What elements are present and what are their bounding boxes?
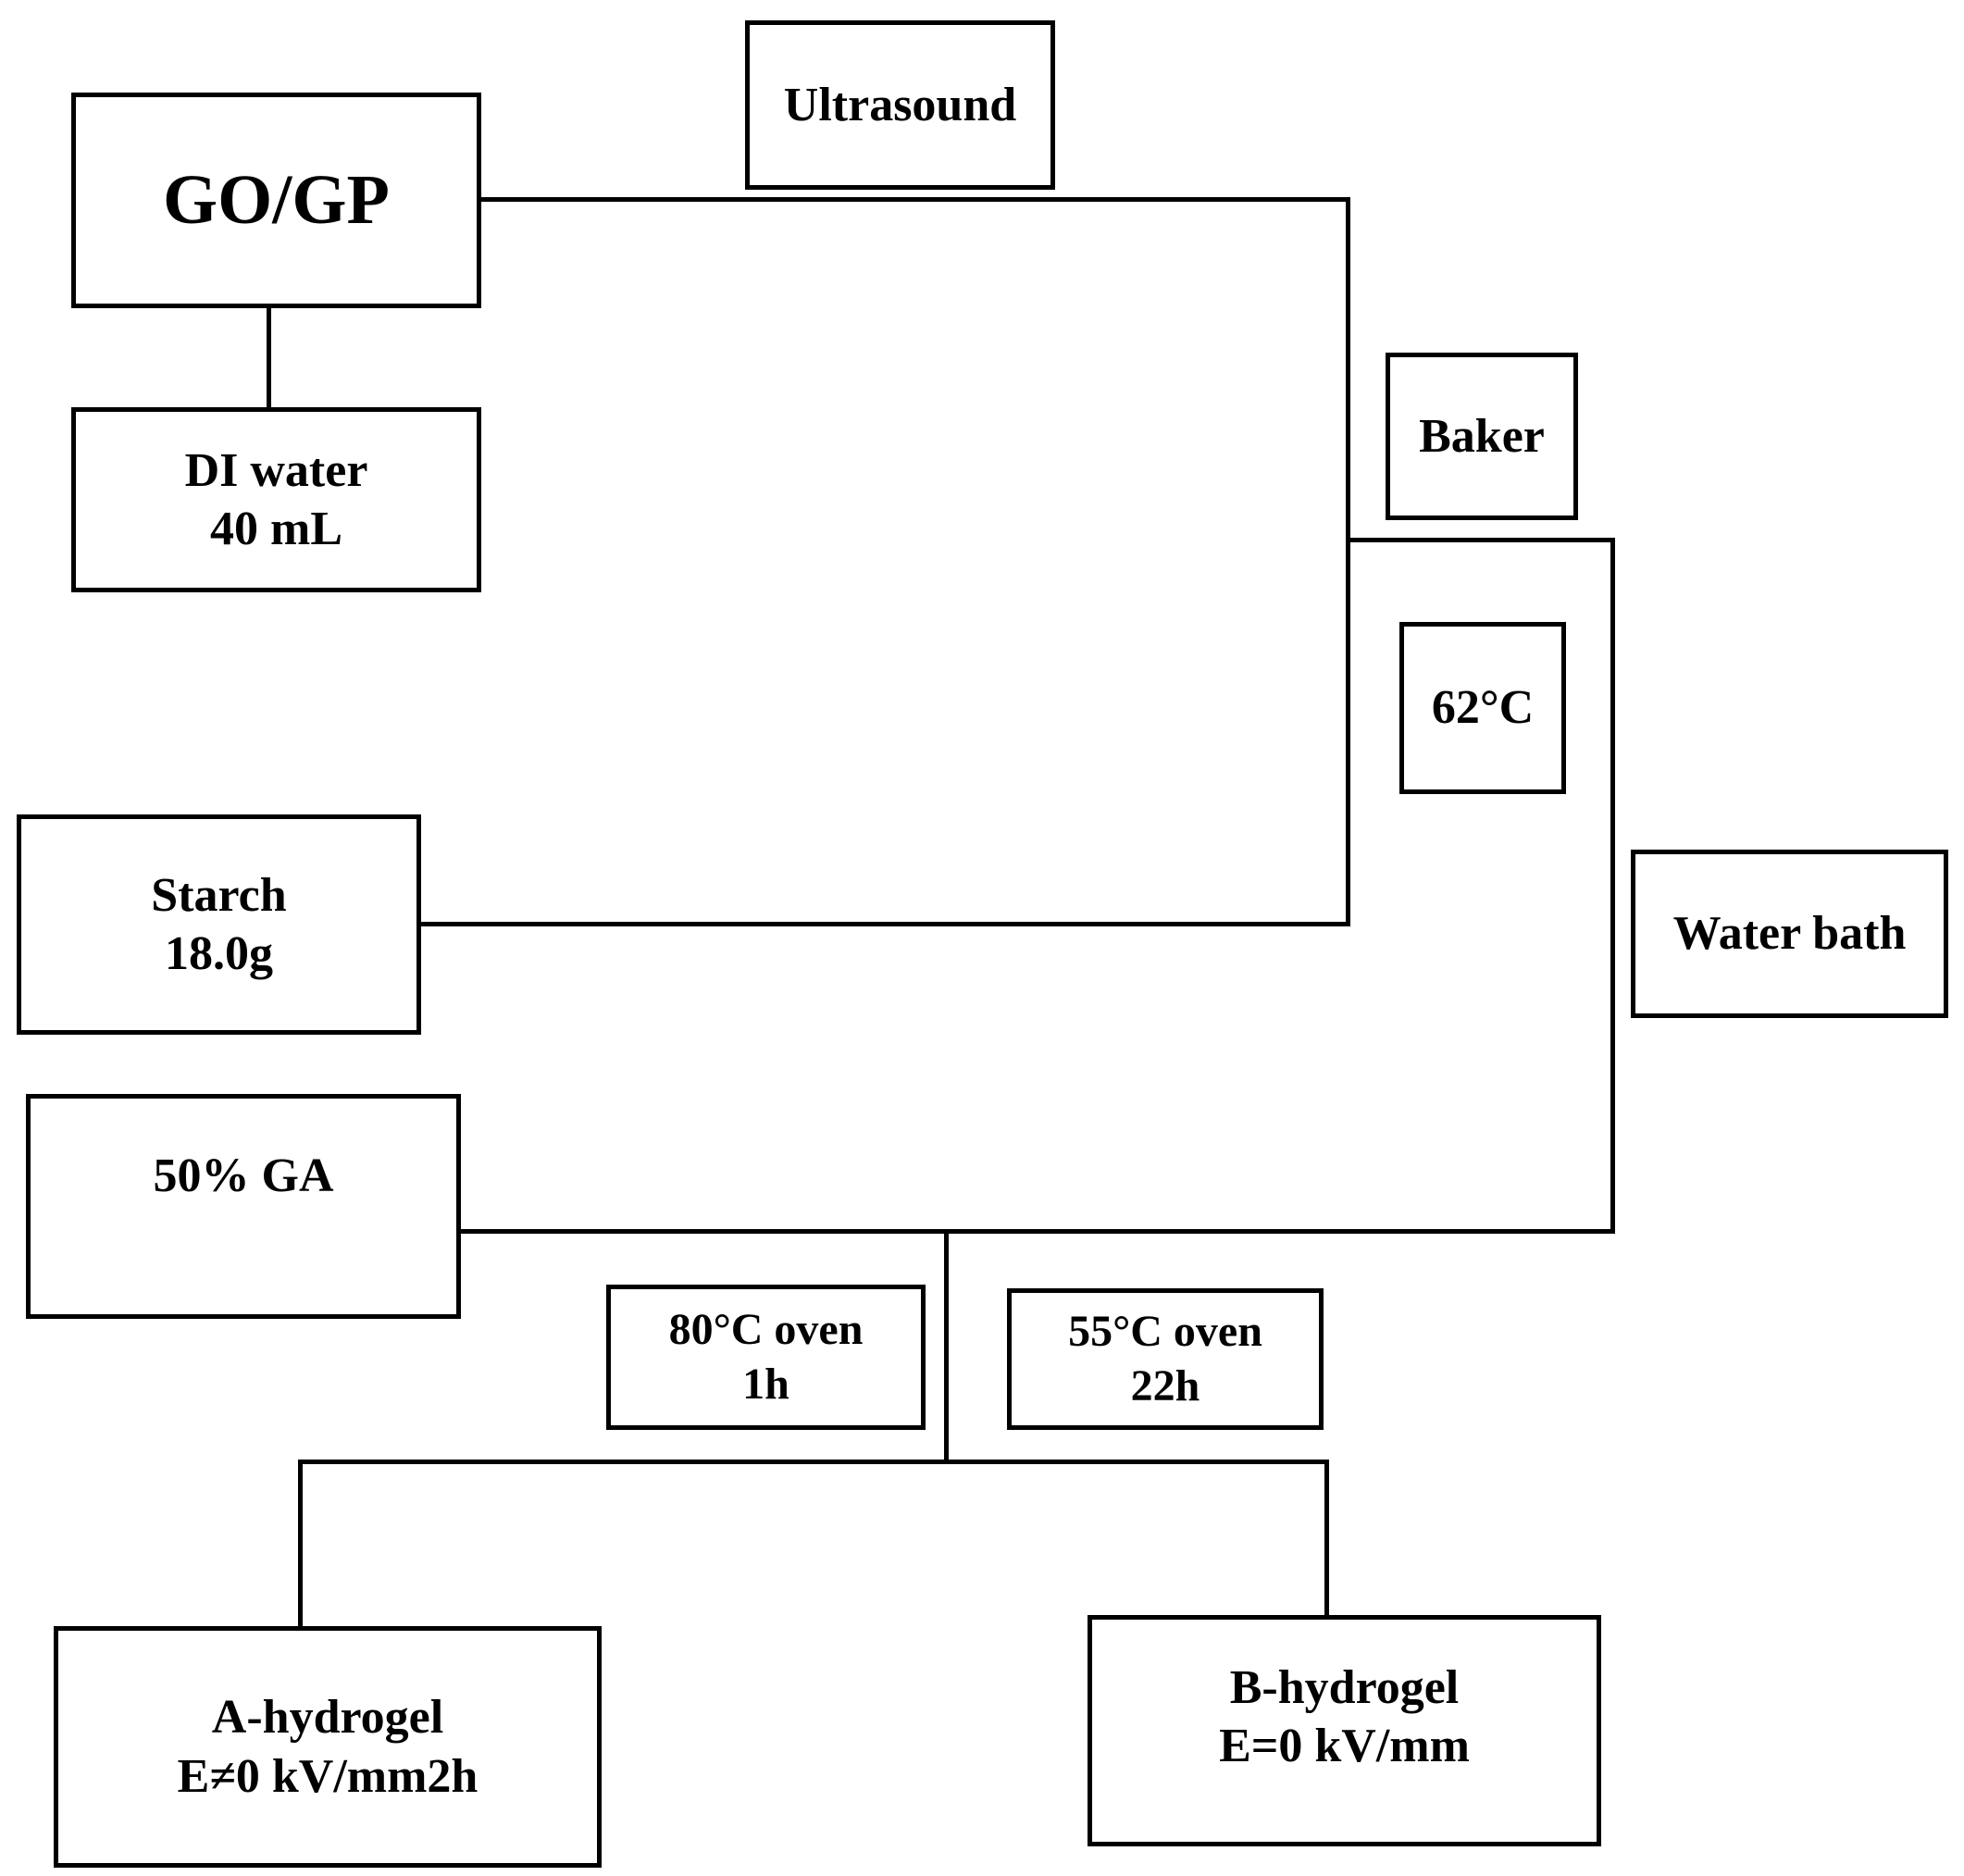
edge-go-gp-horizontal (479, 197, 1350, 202)
node-oven-55c-line-2: 22h (1130, 1360, 1200, 1410)
node-water-bath[interactable]: Water bath (1631, 850, 1948, 1018)
edge-hydrogel-split-horizontal (298, 1460, 1329, 1464)
node-baker[interactable]: Baker (1386, 353, 1578, 520)
node-starch[interactable]: Starch 18.0g (17, 814, 421, 1035)
node-ultrasound[interactable]: Ultrasound (745, 20, 1055, 190)
node-b-hydrogel-line-2: E=0 kV/mm (1219, 1720, 1470, 1773)
node-b-hydrogel-line-1: B-hydrogel (1229, 1661, 1460, 1714)
edge-ga-horizontal (459, 1229, 1615, 1234)
node-starch-line-1: Starch (151, 868, 287, 922)
node-b-hydrogel[interactable]: B-hydrogel E=0 kV/mm (1088, 1615, 1601, 1846)
edge-to-b-hydrogel (1324, 1460, 1329, 1618)
node-go-gp-line-1: GO/GP (163, 161, 390, 240)
node-a-hydrogel-line-2: E≠0 kV/mm2h (177, 1749, 479, 1803)
node-baker-line-1: Baker (1419, 409, 1545, 463)
node-water-bath-line-1: Water bath (1672, 907, 1907, 961)
edge-main-vertical-bus (1346, 197, 1350, 926)
node-temperature-62c-line-1: 62°C (1431, 681, 1535, 735)
node-di-water-line-2: 40 mL (210, 503, 342, 555)
edge-oven-vertical (944, 1229, 949, 1463)
node-go-gp[interactable]: GO/GP (71, 93, 481, 308)
node-temperature-62c[interactable]: 62°C (1399, 622, 1566, 794)
edge-go-gp-to-di-water (267, 305, 271, 410)
edge-water-bath-vertical (1610, 538, 1615, 1233)
node-di-water[interactable]: DI water 40 mL (71, 407, 481, 592)
node-oven-55c[interactable]: 55°C oven 22h (1007, 1288, 1324, 1430)
node-starch-line-2: 18.0g (165, 927, 273, 980)
edge-to-a-hydrogel (298, 1460, 303, 1629)
node-oven-55c-line-1: 55°C oven (1068, 1306, 1262, 1356)
node-oven-80c-line-1: 80°C oven (668, 1304, 864, 1354)
node-50-percent-ga[interactable]: 50% GA (26, 1094, 461, 1319)
node-a-hydrogel[interactable]: A-hydrogel E≠0 kV/mm2h (54, 1626, 602, 1868)
node-a-hydrogel-line-1: A-hydrogel (211, 1691, 444, 1745)
edge-baker-branch-horizontal (1346, 538, 1614, 542)
node-di-water-line-1: DI water (184, 443, 368, 497)
node-50-percent-ga-line-1: 50% GA (153, 1149, 334, 1202)
edge-starch-horizontal (419, 922, 1350, 926)
node-ultrasound-line-1: Ultrasound (783, 78, 1017, 131)
node-oven-80c[interactable]: 80°C oven 1h (606, 1285, 926, 1430)
node-oven-80c-line-2: 1h (742, 1359, 789, 1409)
